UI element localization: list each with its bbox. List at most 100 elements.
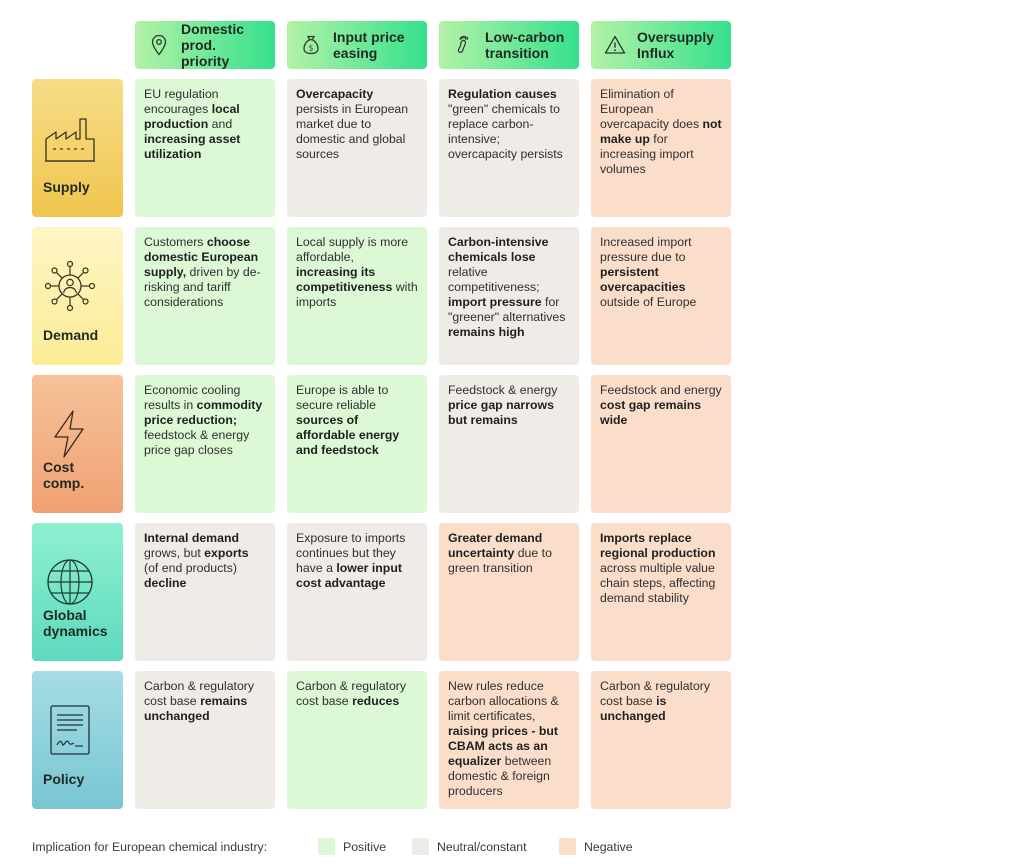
cell-text-bold: cost gap remains wide bbox=[600, 398, 702, 427]
cell-text: Local supply is more affordable, bbox=[296, 235, 409, 264]
cell-global-oversupply: Imports replace regional production acro… bbox=[591, 523, 731, 661]
legend-swatch-positive bbox=[318, 838, 335, 855]
cell-text: Carbon & regulatory cost base bbox=[600, 679, 711, 708]
cell-policy-input-price: Carbon & regulatory cost base reduces bbox=[287, 671, 427, 809]
cell-text-bold: increasing asset utilization bbox=[144, 132, 241, 161]
cell-text-bold: lower input cost advantage bbox=[296, 561, 402, 590]
cell-demand-low-carbon: Carbon-intensive chemicals lose relative… bbox=[439, 227, 579, 365]
cell-text: Exposure to imports continues but they h… bbox=[296, 531, 406, 575]
cell-text-bold: Internal demand bbox=[144, 531, 239, 545]
cell-text: across multiple value chain steps, affec… bbox=[600, 561, 716, 605]
row-header-label: Demand bbox=[43, 327, 99, 343]
row-header-label: Global dynamics bbox=[43, 607, 108, 639]
cell-global-low-carbon: Greater demand uncertainty due to green … bbox=[439, 523, 579, 661]
cell-text-bold: Imports replace regional production bbox=[600, 531, 716, 560]
legend-label-neutral: Neutral/constant bbox=[437, 840, 527, 854]
cell-text: Economic cooling results in bbox=[144, 383, 241, 412]
legend-label-negative: Negative bbox=[584, 840, 633, 854]
cell-policy-domestic: Carbon & regulatory cost base remains un… bbox=[135, 671, 275, 809]
column-header-domestic-prod-priority: Domestic prod. priority bbox=[135, 21, 275, 69]
cell-demand-input-price: Local supply is more affordable, increas… bbox=[287, 227, 427, 365]
cell-text-bold: price gap narrows but remains bbox=[448, 398, 554, 427]
cell-text: EU regulation encourages bbox=[144, 87, 219, 116]
cell-supply-low-carbon: Regulation causes "green" chemicals to r… bbox=[439, 79, 579, 217]
cell-demand-oversupply: Increased import pressure due to persist… bbox=[591, 227, 731, 365]
lightning-icon bbox=[43, 407, 97, 461]
cell-text-bold: Overcapacity bbox=[296, 87, 374, 101]
cell-text-bold: raising prices - but CBAM acts as an equ… bbox=[448, 724, 559, 768]
globe-icon bbox=[43, 555, 97, 609]
cell-text: Customers bbox=[144, 235, 207, 249]
cell-text: relative competitiveness; bbox=[448, 265, 540, 294]
cell-text-bold: remains unchanged bbox=[144, 694, 248, 723]
row-header-cost-comp: Cost comp. bbox=[32, 375, 123, 513]
column-header-low-carbon-transition: Low-carbon transition bbox=[439, 21, 579, 69]
row-header-label: Policy bbox=[43, 771, 85, 787]
legend-label-positive: Positive bbox=[343, 840, 387, 854]
cell-text-bold: is unchanged bbox=[600, 694, 667, 723]
legend-swatch-negative bbox=[559, 838, 576, 855]
legend-swatch-neutral bbox=[412, 838, 429, 855]
row-header-label: Supply bbox=[43, 179, 90, 195]
cell-text: between domestic & foreign producers bbox=[448, 754, 552, 798]
cell-text: Carbon & regulatory cost base bbox=[296, 679, 407, 708]
cell-text: (of end products) bbox=[144, 561, 237, 575]
cell-global-domestic: Internal demand grows, but exports (of e… bbox=[135, 523, 275, 661]
cell-supply-input-price: Overcapacity persists in European market… bbox=[287, 79, 427, 217]
legend: Implication for European chemical indust… bbox=[32, 838, 732, 856]
cell-text: due to green transition bbox=[448, 546, 552, 575]
cell-text-bold: decline bbox=[144, 576, 187, 590]
row-header-demand: Demand bbox=[32, 227, 123, 365]
cell-cost-input-price: Europe is able to secure reliable source… bbox=[287, 375, 427, 513]
column-header-label: Low-carbon transition bbox=[485, 29, 565, 61]
cell-text-bold: not make up bbox=[600, 117, 722, 146]
cell-text-bold: import pressure bbox=[448, 295, 542, 309]
cell-text-bold: Regulation causes bbox=[448, 87, 557, 101]
cell-text: with imports bbox=[296, 280, 418, 309]
cell-text: and bbox=[208, 117, 233, 131]
cell-cost-low-carbon: Feedstock & energy price gap narrows but… bbox=[439, 375, 579, 513]
cell-text: outside of Europe bbox=[600, 295, 697, 309]
cell-cost-domestic: Economic cooling results in commodity pr… bbox=[135, 375, 275, 513]
cell-text-bold: sources of affordable energy and feedsto… bbox=[296, 413, 400, 457]
column-header-label: Domestic prod. priority bbox=[181, 21, 245, 69]
warning-triangle-icon bbox=[603, 33, 627, 57]
cell-text: Europe is able to secure reliable bbox=[296, 383, 389, 412]
row-header-supply: Supply bbox=[32, 79, 123, 217]
money-bag-icon: $ bbox=[299, 33, 323, 57]
svg-text:$: $ bbox=[309, 43, 314, 52]
cell-policy-oversupply: Carbon & regulatory cost base is unchang… bbox=[591, 671, 731, 809]
cell-text: driven by de-risking and tariff consider… bbox=[144, 265, 261, 309]
cell-text-bold: increasing its competitiveness bbox=[296, 265, 393, 294]
cell-text-bold: reduces bbox=[352, 694, 400, 708]
cell-text: Elimination of European overcapacity doe… bbox=[600, 87, 703, 131]
column-header-input-price-easing: $ Input price easing bbox=[287, 21, 427, 69]
corner-spacer bbox=[32, 21, 123, 69]
column-header-label: Oversupply Influx bbox=[637, 29, 715, 61]
row-header-label: Cost comp. bbox=[43, 459, 85, 491]
column-header-label: Input price easing bbox=[333, 29, 405, 61]
cell-global-input-price: Exposure to imports continues but they h… bbox=[287, 523, 427, 661]
cell-text-bold: local production bbox=[144, 102, 240, 131]
document-signature-icon bbox=[43, 703, 97, 757]
cell-policy-low-carbon: New rules reduce carbon allocations & li… bbox=[439, 671, 579, 809]
cell-text-bold: choose domestic European supply, bbox=[144, 235, 259, 279]
cell-text-bold: Carbon-intensive chemicals lose bbox=[448, 235, 549, 264]
cell-supply-oversupply: Elimination of European overcapacity doe… bbox=[591, 79, 731, 217]
cell-text: New rules reduce carbon allocations & li… bbox=[448, 679, 559, 723]
map-pin-icon bbox=[147, 33, 171, 57]
cell-text: Increased import pressure due to bbox=[600, 235, 692, 264]
cell-text-bold: remains high bbox=[448, 325, 525, 339]
cell-text: Feedstock & energy bbox=[448, 383, 558, 397]
people-network-icon bbox=[43, 259, 97, 313]
cell-text: for "greener" alternatives bbox=[448, 295, 566, 324]
cell-text-bold: Greater demand uncertainty bbox=[448, 531, 543, 560]
cell-text: grows, but bbox=[144, 546, 205, 560]
legend-title: Implication for European chemical indust… bbox=[32, 840, 268, 854]
footprint-icon bbox=[451, 33, 475, 57]
factory-icon bbox=[43, 111, 97, 165]
cell-text-bold: persistent overcapacities bbox=[600, 265, 686, 294]
cell-supply-domestic: EU regulation encourages local productio… bbox=[135, 79, 275, 217]
cell-text-bold: exports bbox=[204, 546, 249, 560]
cell-demand-domestic: Customers choose domestic European suppl… bbox=[135, 227, 275, 365]
